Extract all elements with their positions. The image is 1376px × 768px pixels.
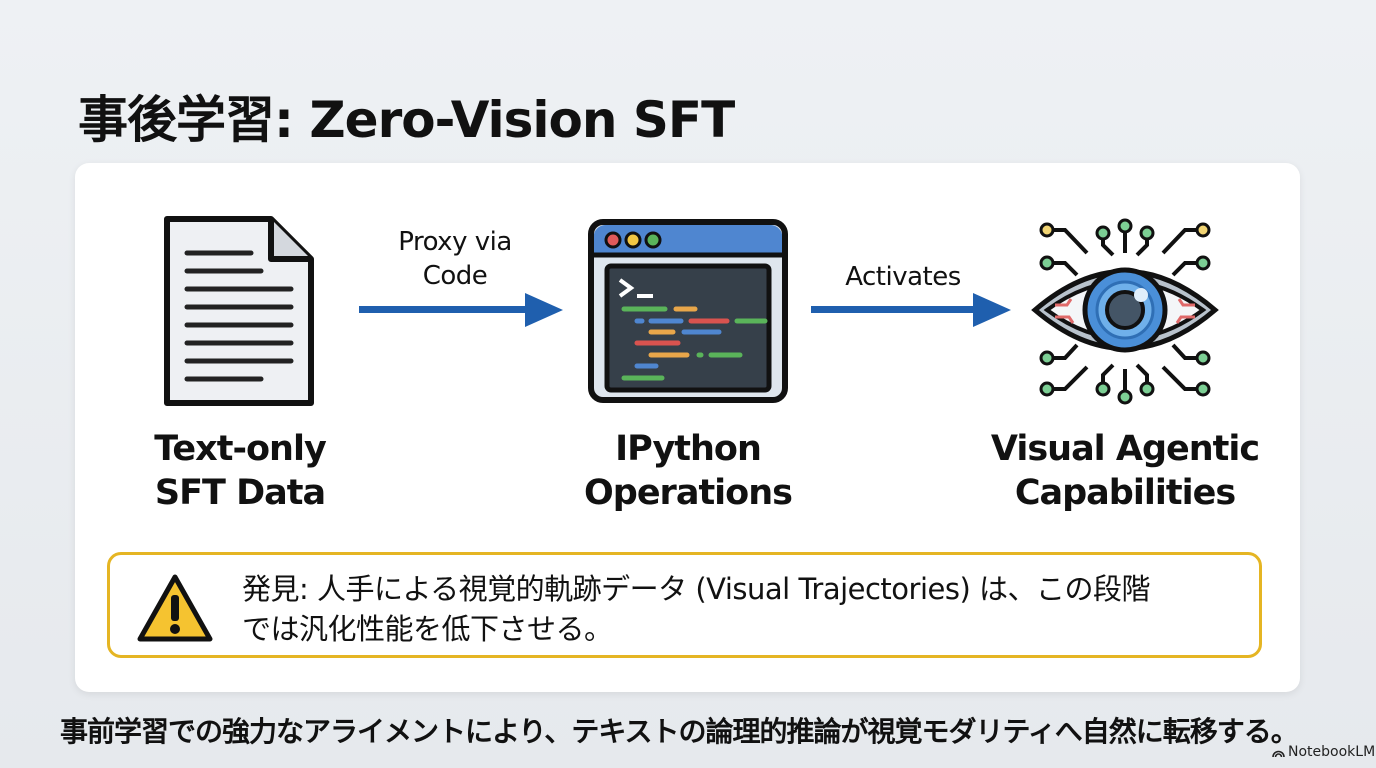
- flow-card: Text-only SFT Data Proxy via Code IPyth: [75, 163, 1300, 692]
- warning-callout: 発見: 人手による視覚的軌跡データ (Visual Trajectories) …: [107, 552, 1262, 658]
- warning-line-2: では汎化性能を低下させる。: [242, 612, 613, 646]
- footer-caption: 事前学習での強力なアライメントにより、テキストの論理的推論が視覚モダリティへ自然…: [60, 715, 1299, 748]
- step-label-ipython: IPython: [615, 429, 762, 469]
- warning-line-1: 発見: 人手による視覚的軌跡データ (Visual Trajectories) …: [242, 572, 1151, 606]
- circuit-eye-icon: [1031, 218, 1219, 405]
- terminal-window-icon: [588, 219, 788, 403]
- step-label-capabilities: Capabilities: [1014, 473, 1236, 513]
- step-label-operations: Operations: [584, 473, 793, 513]
- step-label-visual-agentic: Visual Agentic: [990, 429, 1260, 469]
- arrow-label-code: Code: [422, 261, 488, 291]
- page-title: 事後学習: Zero-Vision SFT: [78, 91, 735, 149]
- document-icon: [164, 216, 314, 406]
- brand-label: NotebookLM: [1288, 744, 1376, 760]
- notebooklm-brand: NotebookLM: [1272, 744, 1375, 760]
- step-label-sft-data: SFT Data: [154, 473, 326, 513]
- arrow-right-icon: [359, 293, 563, 327]
- notebooklm-logo-icon: [1272, 750, 1285, 757]
- step-label-text-only: Text-only: [154, 429, 327, 469]
- warning-icon: [137, 574, 213, 642]
- arrow-right-icon: [811, 293, 1011, 327]
- arrow-label-activates: Activates: [845, 262, 961, 292]
- arrow-label-proxy: Proxy via: [398, 227, 512, 257]
